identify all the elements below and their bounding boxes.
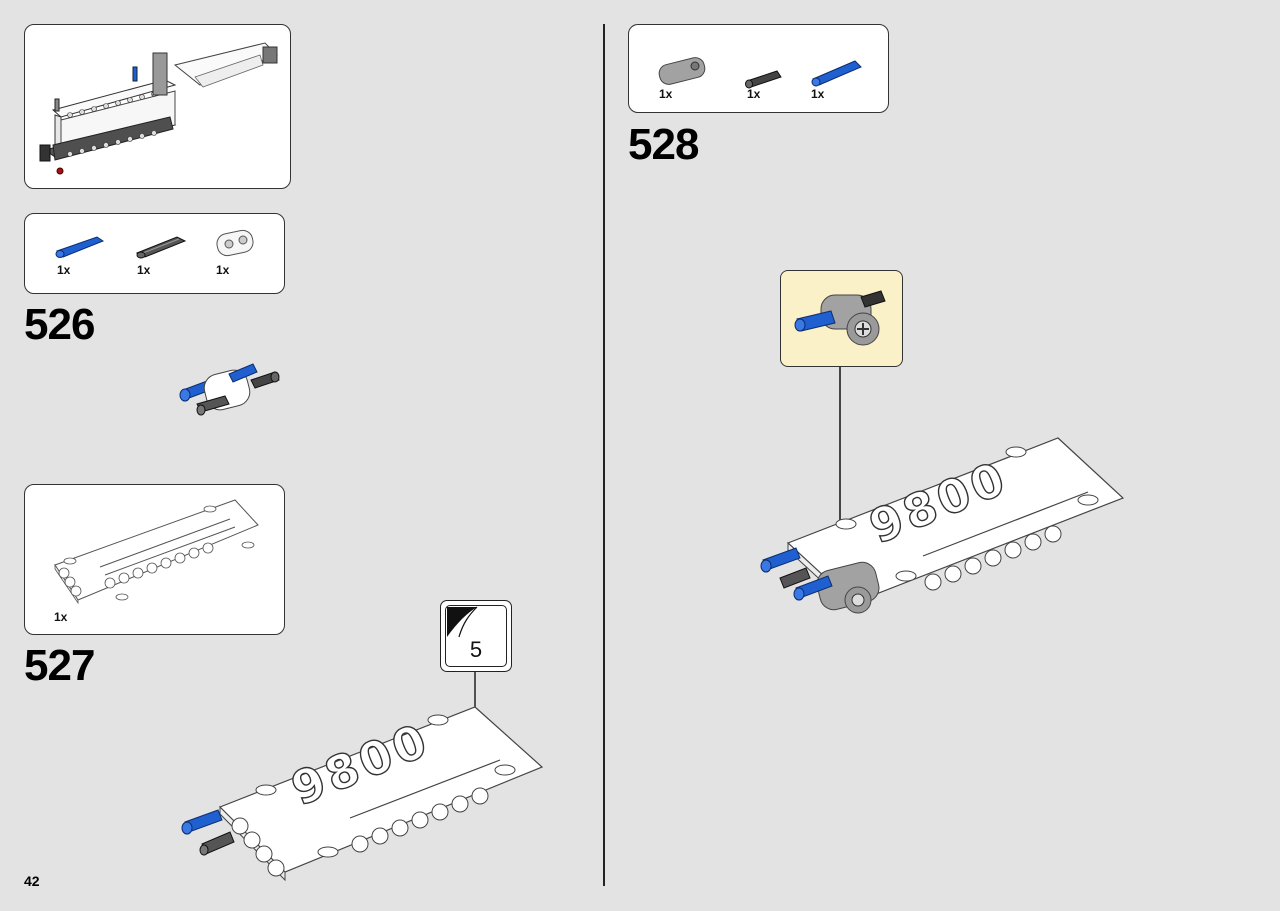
black-axle-pin-icon (135, 236, 187, 259)
part-qty: 1x (137, 263, 151, 277)
part-qty: 1x (811, 87, 825, 101)
step-number-527: 527 (24, 641, 95, 690)
step-527-assembly: 9800 (181, 706, 544, 882)
parts-list-527: 1x (24, 484, 285, 635)
previous-step-view (24, 24, 291, 189)
step-526-assembly (179, 363, 280, 416)
chassis-model-illustration (39, 42, 278, 175)
column-divider (603, 24, 605, 886)
grey-cross-block-icon (658, 57, 706, 85)
detail-callout (780, 270, 903, 367)
part-qty: 1x (659, 87, 673, 101)
page-number: 42 (24, 873, 40, 889)
submodel-number: 5 (469, 637, 483, 662)
part-qty: 1x (54, 610, 68, 624)
part-qty: 1x (216, 263, 230, 277)
white-panel-icon (54, 499, 259, 605)
blue-axle-pin-icon (55, 236, 105, 258)
step-528-assembly: 9800 (760, 437, 1125, 614)
blue-axle-pin-icon (811, 60, 862, 87)
part-qty: 1x (57, 263, 71, 277)
parts-list-526: 1x 1x 1x (24, 213, 285, 294)
submodel-callout: 5 (440, 600, 512, 672)
parts-list-528: 1x 1x 1x (628, 24, 889, 113)
part-qty: 1x (747, 87, 761, 101)
step-number-526: 526 (24, 300, 95, 349)
black-friction-pin-icon (745, 70, 782, 89)
white-beam-connector-icon (216, 229, 254, 257)
submodel-frame (445, 605, 507, 667)
grey-block-with-pins-illustration (794, 290, 886, 346)
step-number-528: 528 (628, 120, 699, 169)
page-curl-icon (447, 606, 478, 638)
